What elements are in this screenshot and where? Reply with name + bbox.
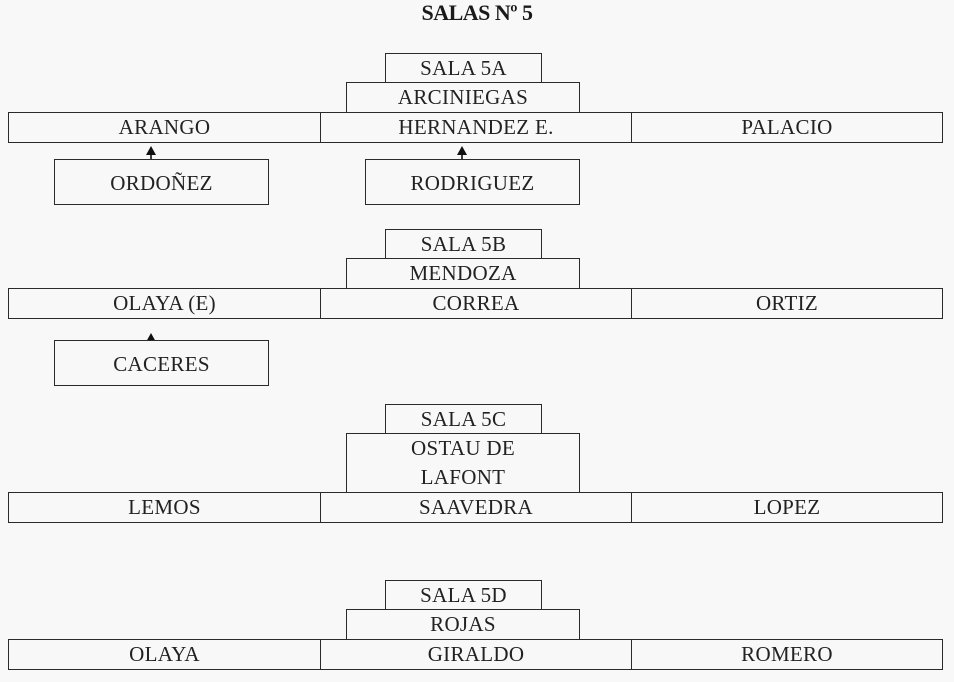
sub-box: CACERES [54, 340, 269, 386]
head-box: ROJAS [346, 609, 580, 640]
members-row: OLAYA (E) CORREA ORTIZ [8, 288, 943, 319]
member-cell: ARANGO [9, 113, 321, 142]
member-cell: OLAYA (E) [9, 289, 321, 318]
sala-label-box: SALA 5D [385, 580, 542, 610]
member-cell: LOPEZ [753, 495, 821, 519]
page-title: SALAS Nº 5 [421, 0, 533, 25]
member-cell: LEMOS [9, 493, 321, 522]
head-box: MENDOZA [346, 258, 580, 289]
members-row: LEMOS SAAVEDRA LOPEZ [8, 492, 943, 523]
member-cell: OLAYA [9, 640, 321, 669]
members-row: ARANGO HERNANDEZ E. PALACIO [8, 112, 943, 143]
sub-box: RODRIGUEZ [365, 159, 580, 205]
members-row: OLAYA GIRALDO ROMERO [8, 639, 943, 670]
member-cell: HERNANDEZ E. [321, 113, 632, 142]
head-box: OSTAU DE LAFONT [346, 433, 580, 493]
member-cell: PALACIO [741, 115, 833, 139]
head-box: ARCINIEGAS [346, 82, 580, 113]
member-cell: ROMERO [741, 642, 833, 666]
head-line: OSTAU DE [411, 436, 515, 460]
head-line: LAFONT [420, 465, 506, 489]
sala-label-box: SALA 5C [385, 404, 542, 434]
sala-label-box: SALA 5A [385, 53, 542, 83]
member-cell: CORREA [321, 289, 632, 318]
member-cell: SAAVEDRA [321, 493, 632, 522]
sala-label-box: SALA 5B [385, 229, 542, 259]
member-cell: GIRALDO [321, 640, 632, 669]
sub-box: ORDOÑEZ [54, 159, 269, 205]
member-cell: ORTIZ [755, 291, 819, 315]
